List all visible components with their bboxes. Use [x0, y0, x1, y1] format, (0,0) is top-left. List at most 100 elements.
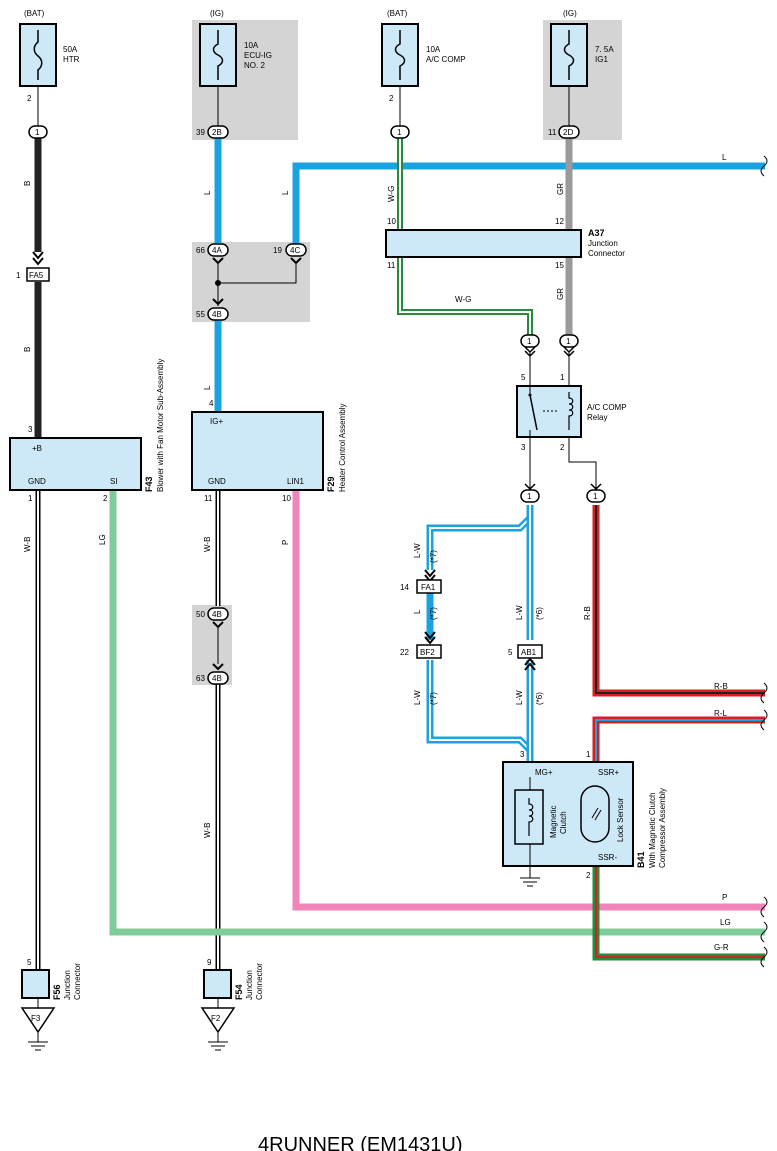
svg-text:+B: +B — [32, 444, 42, 453]
svg-text:Connector: Connector — [73, 963, 82, 1000]
svg-text:P: P — [281, 540, 290, 545]
svg-text:SI: SI — [110, 477, 118, 486]
junction-connector-a37: 10 12 11 15 A37 Junction Connector — [385, 217, 625, 270]
svg-text:10: 10 — [387, 217, 396, 226]
connector-oval: 1 — [520, 483, 540, 503]
fuse-htr: 50A HTR — [19, 23, 80, 126]
svg-text:LIN1: LIN1 — [287, 477, 304, 486]
wire-r-l — [592, 716, 765, 762]
svg-text:1: 1 — [593, 492, 598, 501]
wire-w-b — [35, 490, 221, 970]
svg-text:LG: LG — [720, 918, 731, 927]
svg-text:3: 3 — [520, 750, 525, 759]
svg-text:Relay: Relay — [587, 413, 607, 422]
connector-oval: 1 — [586, 483, 606, 503]
connector-bf2: 22 BF2 — [400, 631, 442, 659]
svg-text:A37: A37 — [588, 228, 605, 238]
fuse-ig1: 7. 5A IG1 — [550, 23, 614, 126]
svg-text:F3: F3 — [31, 1014, 41, 1023]
svg-text:B: B — [23, 347, 32, 352]
svg-text:Connector: Connector — [255, 963, 264, 1000]
svg-text:3: 3 — [28, 425, 33, 434]
fuse-amp: 10A — [244, 41, 259, 50]
svg-text:L: L — [413, 609, 422, 614]
fuse-icon — [394, 30, 406, 80]
svg-text:F29: F29 — [326, 476, 336, 492]
svg-text:Junction: Junction — [63, 970, 72, 1000]
svg-text:50: 50 — [196, 610, 205, 619]
fuse-name: A/C COMP — [426, 55, 466, 64]
svg-text:19: 19 — [273, 246, 282, 255]
svg-text:With Magnetic Clutch: With Magnetic Clutch — [648, 792, 657, 868]
wire-p — [292, 490, 765, 911]
svg-text:Connector: Connector — [588, 249, 625, 258]
svg-text:L-W: L-W — [413, 543, 422, 558]
svg-text:GR: GR — [556, 183, 565, 195]
ground-icon — [520, 877, 540, 887]
wire-lg — [109, 490, 765, 936]
svg-text:1: 1 — [16, 271, 21, 280]
svg-text:1: 1 — [566, 337, 571, 346]
svg-text:3: 3 — [521, 443, 526, 452]
svg-text:F54: F54 — [234, 984, 244, 1000]
svg-text:(*7): (*7) — [429, 692, 438, 705]
svg-text:1: 1 — [28, 494, 33, 503]
svg-text:L: L — [281, 190, 290, 195]
svg-text:11: 11 — [387, 261, 396, 270]
svg-text:1: 1 — [35, 128, 40, 137]
ground-icon — [28, 1041, 48, 1051]
svg-text:FA5: FA5 — [29, 271, 44, 280]
svg-text:2: 2 — [103, 494, 108, 503]
fuse-amp: 10A — [426, 45, 441, 54]
fuse-amp: 7. 5A — [595, 45, 614, 54]
svg-text:Blower with Fan Motor Sub-Asse: Blower with Fan Motor Sub-Assembly — [156, 359, 165, 492]
svg-text:Heater Control Assembly: Heater Control Assembly — [338, 404, 347, 492]
svg-text:2: 2 — [586, 871, 591, 880]
svg-text:Magnetic: Magnetic — [549, 806, 558, 838]
fuse-icon — [33, 30, 43, 80]
svg-text:5: 5 — [27, 958, 32, 967]
page-footer: 4RUNNER (EM1431U) — [258, 1134, 463, 1151]
svg-text:9: 9 — [207, 958, 212, 967]
svg-text:4: 4 — [209, 399, 214, 408]
svg-text:Compressor Assembly: Compressor Assembly — [658, 788, 667, 868]
svg-text:AB1: AB1 — [521, 648, 537, 657]
svg-text:GND: GND — [208, 477, 226, 486]
pin-number: 2 — [27, 94, 32, 103]
heater-control-f29: 4 IG+ GND LIN1 11 10 F29 Heater Control … — [191, 399, 347, 503]
svg-text:L-W: L-W — [515, 690, 524, 705]
svg-text:1: 1 — [397, 128, 402, 137]
svg-text:2D: 2D — [563, 128, 573, 137]
svg-text:W-B: W-B — [203, 537, 212, 552]
svg-text:1: 1 — [586, 750, 591, 759]
fuse-a-c-comp: 10A A/C COMP — [381, 23, 466, 126]
svg-text:1: 1 — [527, 492, 532, 501]
svg-text:R-L: R-L — [714, 709, 727, 718]
fuse-name: HTR — [63, 55, 80, 64]
svg-text:FA1: FA1 — [421, 583, 436, 592]
connector-ab1: 5 AB1 — [508, 644, 543, 671]
wire-l — [214, 138, 765, 412]
svg-text:A/C COMP: A/C COMP — [587, 403, 627, 412]
coil-icon — [568, 392, 574, 430]
a-c-comp-relay: 5 1 3 2 A/C COMP Relay — [516, 373, 627, 452]
wire-labels: B B L L L L W-G W-G GR GR W-B W-B W-B LG… — [23, 153, 731, 952]
svg-text:W-G: W-G — [387, 186, 396, 202]
svg-text:4C: 4C — [290, 246, 300, 255]
wire-l-w — [426, 505, 534, 762]
fuse-name: IG1 — [595, 55, 608, 64]
svg-text:55: 55 — [196, 310, 205, 319]
svg-text:(*6): (*6) — [535, 692, 544, 705]
svg-text:14: 14 — [400, 583, 409, 592]
lock-sensor-icon — [580, 785, 610, 843]
fuse-amp: 50A — [63, 45, 78, 54]
svg-text:F2: F2 — [211, 1014, 221, 1023]
svg-text:11: 11 — [204, 494, 213, 503]
svg-text:L: L — [203, 385, 212, 390]
svg-text:L-W: L-W — [413, 690, 422, 705]
connector-oval-2b: 39 2B — [196, 125, 229, 139]
fuse-name: ECU-IG — [244, 51, 272, 60]
svg-text:F56: F56 — [52, 984, 62, 1000]
connector-oval-4b-lower: 63 4B — [196, 671, 229, 685]
svg-text:IG+: IG+ — [210, 417, 223, 426]
